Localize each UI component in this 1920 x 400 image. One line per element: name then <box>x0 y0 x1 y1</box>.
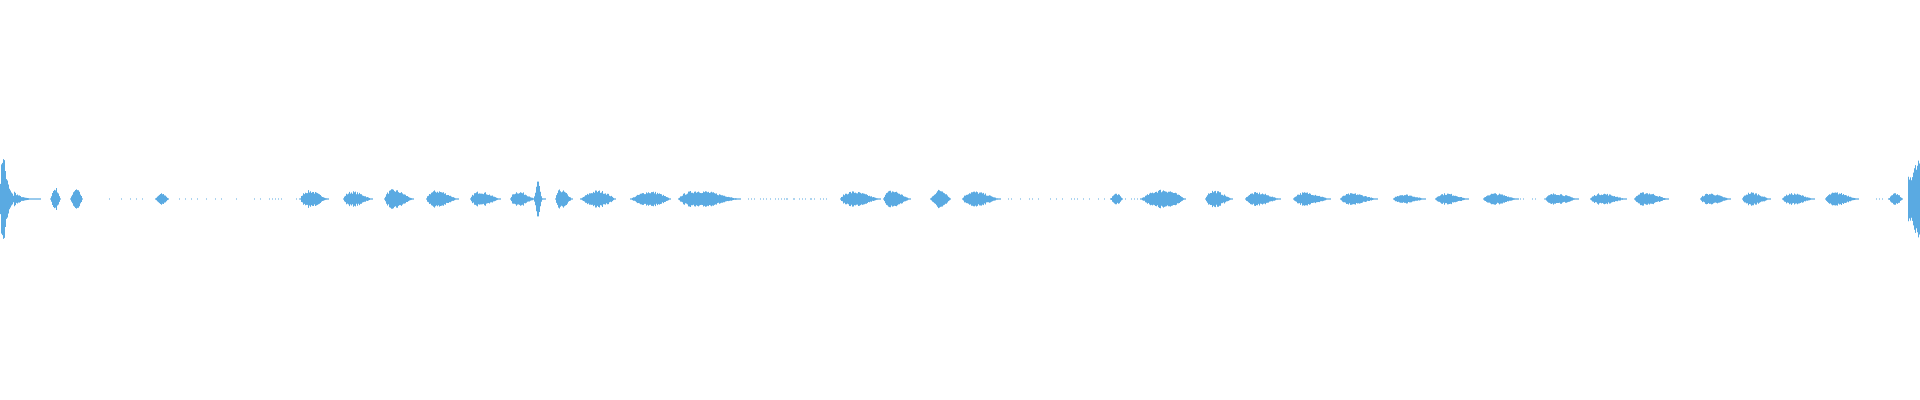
waveform-samples <box>0 154 1920 244</box>
waveform-peaks <box>0 154 1920 244</box>
